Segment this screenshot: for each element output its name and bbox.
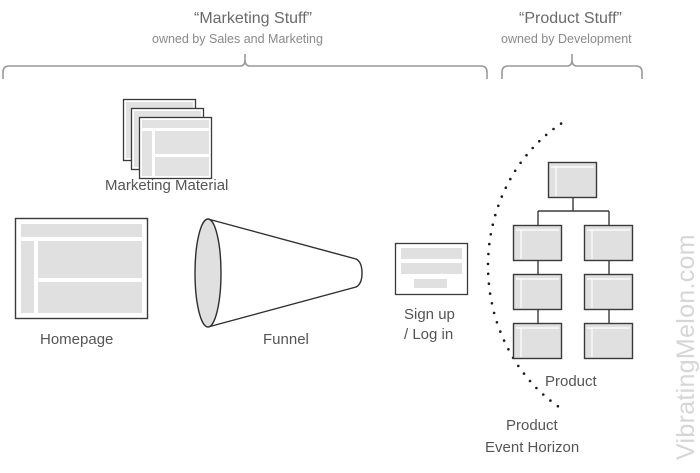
event-horizon-label-line2: Event Horizon [485, 439, 580, 456]
arc-dot [549, 399, 552, 402]
arc-dot [535, 386, 538, 390]
tree-page [583, 322, 634, 360]
product-group-owner: owned by Development [501, 32, 632, 46]
funnel-label: Funnel [263, 331, 309, 348]
tree-page [512, 224, 563, 262]
event-horizon-label-line1: Product [506, 417, 558, 434]
arc-dot [522, 372, 526, 375]
arc-dot [507, 348, 510, 351]
event-horizon-arc [486, 122, 563, 408]
arc-dot [528, 379, 532, 383]
arc-dot [488, 292, 492, 295]
product-bracket [501, 54, 643, 79]
marketing-material-label: Marketing Material [105, 177, 229, 194]
tree-page [512, 273, 563, 311]
tree-page [583, 273, 634, 311]
arc-dot [509, 177, 512, 181]
arc-dot [492, 311, 496, 315]
arc-dot [491, 223, 495, 226]
arc-dot [486, 272, 490, 276]
arc-dot [556, 404, 560, 408]
arc-dot [559, 122, 563, 125]
arc-dot [487, 252, 490, 256]
arc-dot [544, 133, 548, 137]
marketing-group-owner: owned by Sales and Marketing [152, 32, 323, 46]
tree-page [583, 224, 634, 262]
form-page-icon [394, 242, 469, 296]
tree-root-page [547, 161, 598, 199]
stacked-pages-icon [122, 98, 213, 180]
webpage-layout-icon [14, 217, 149, 320]
arc-dot [538, 139, 541, 143]
arc-dot [552, 127, 555, 131]
arc-dot [542, 393, 545, 396]
marketing-group-title: “Marketing Stuff” [194, 10, 312, 27]
arc-dot [531, 146, 534, 150]
arc-dot [486, 262, 490, 266]
signup-label-line2: / Log in [404, 326, 454, 343]
signup-label-line1: Sign up [404, 306, 455, 323]
arc-dot [488, 242, 491, 246]
page-tree-icon [512, 161, 634, 360]
arc-dot [499, 330, 502, 333]
funnel-cone-icon [194, 218, 363, 328]
product-label: Product [545, 373, 597, 390]
arc-dot [525, 153, 528, 157]
arc-dot [500, 195, 504, 198]
arc-dot [519, 161, 522, 165]
arc-dot [497, 204, 500, 208]
arc-dot [487, 282, 491, 286]
arc-dot [495, 321, 499, 324]
watermark: VibratingMelon.com [672, 234, 700, 460]
arc-dot [494, 213, 497, 217]
tree-page [512, 322, 563, 360]
homepage-label: Homepage [40, 331, 114, 348]
arc-dot [517, 364, 520, 368]
marketing-bracket [2, 54, 488, 79]
arc-dot [489, 233, 493, 236]
product-group-title: “Product Stuff” [519, 10, 622, 27]
arc-dot [502, 339, 506, 342]
arc-dot [490, 302, 494, 305]
arc-dot [513, 169, 517, 173]
arc-dot [504, 186, 508, 189]
